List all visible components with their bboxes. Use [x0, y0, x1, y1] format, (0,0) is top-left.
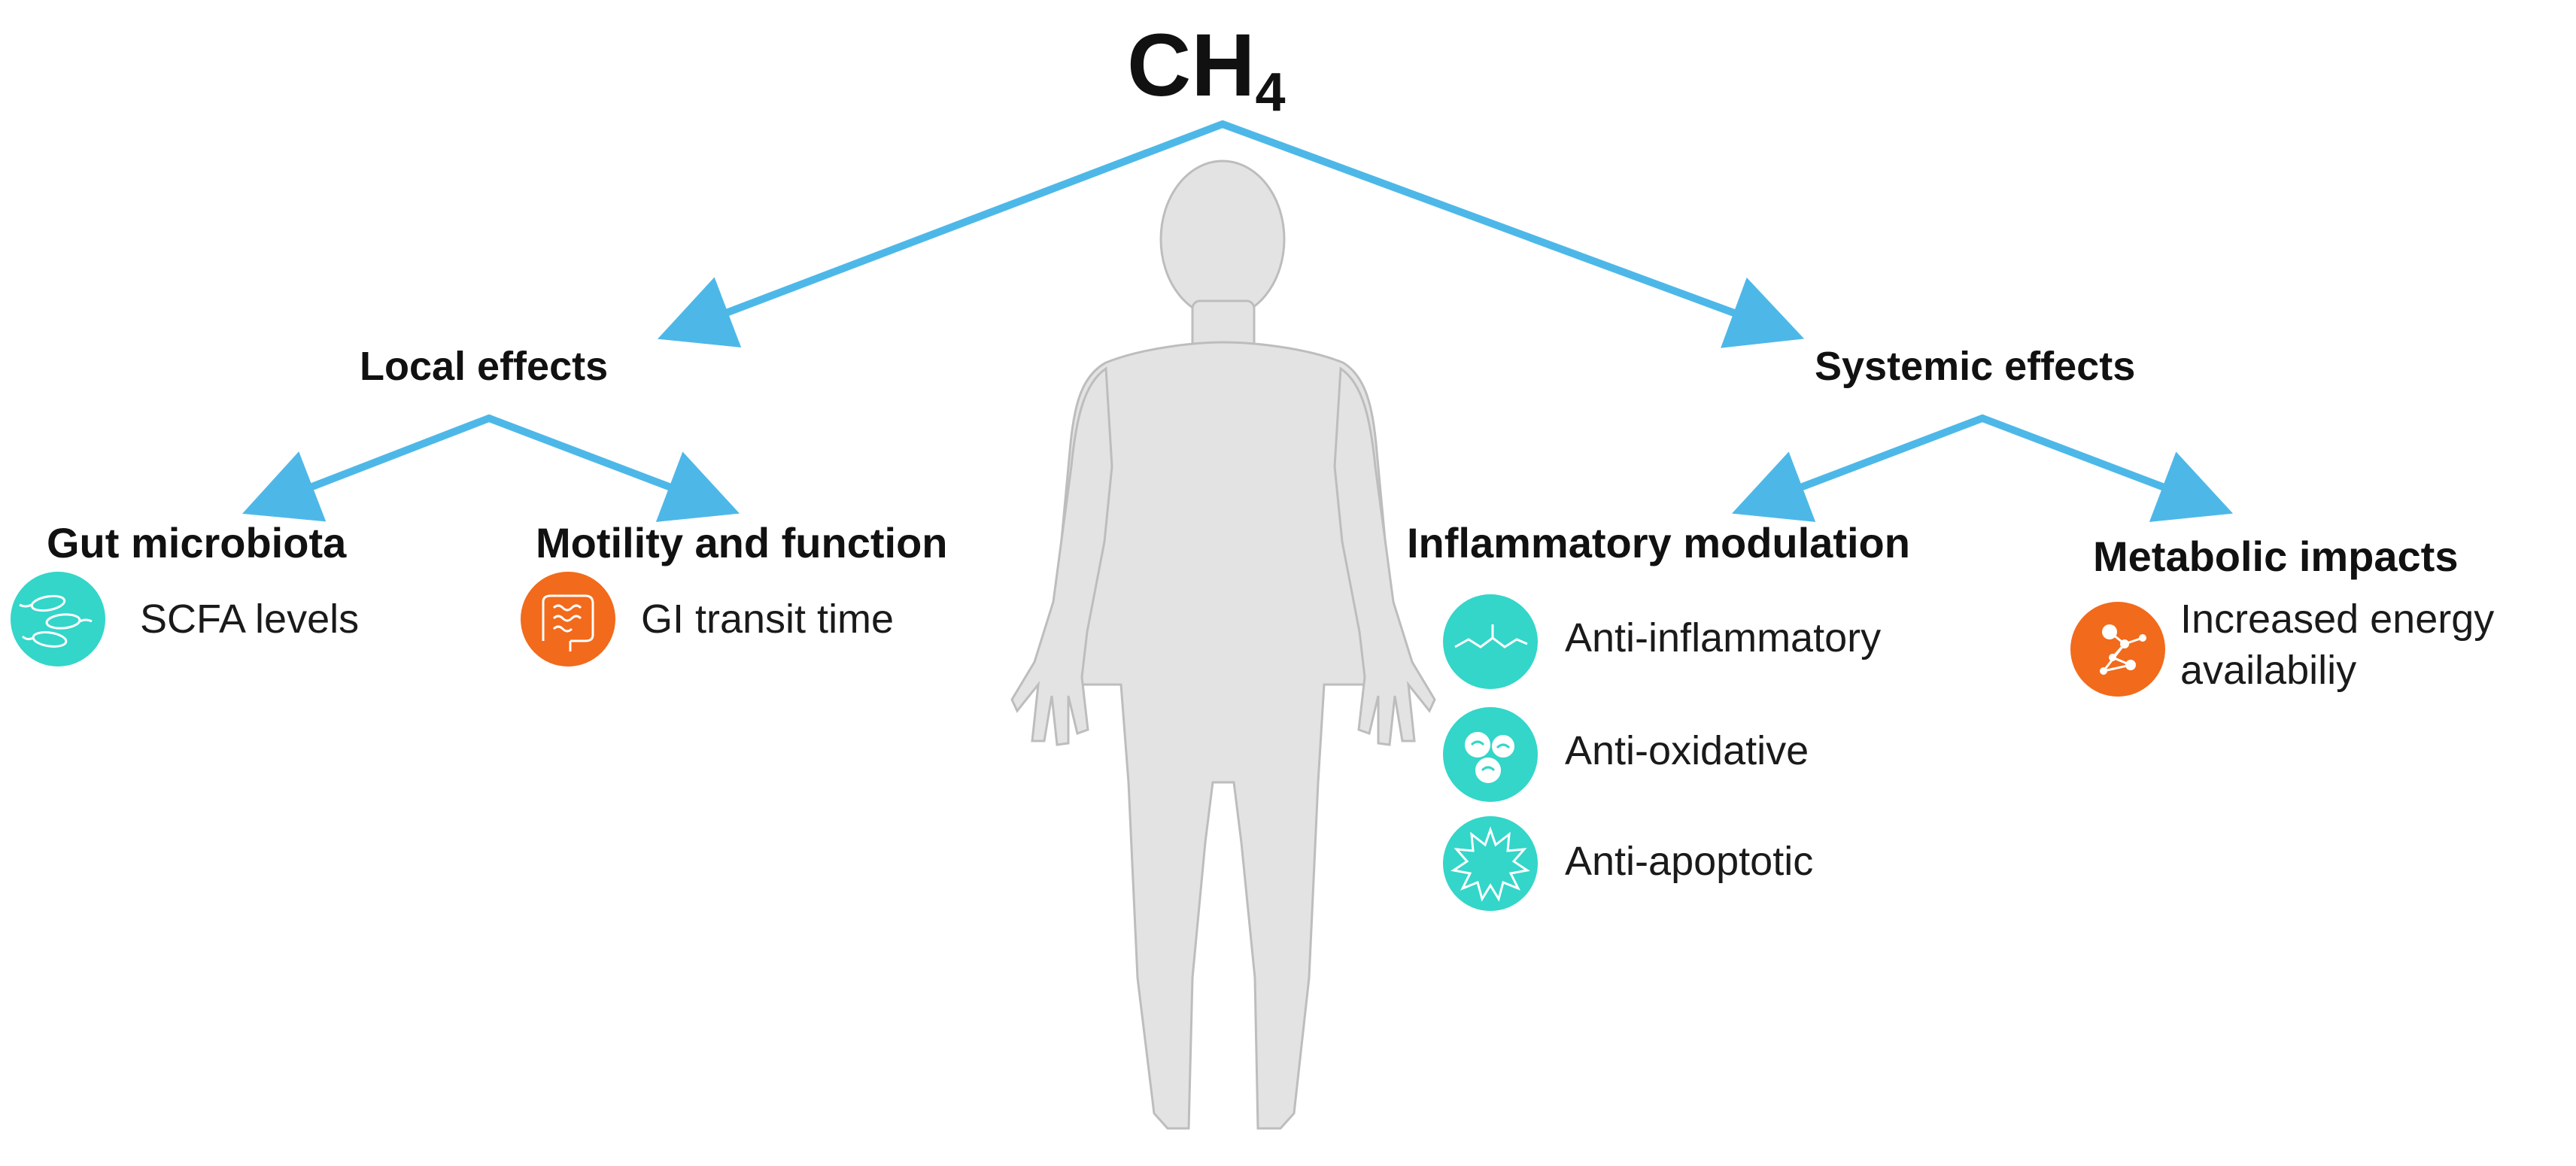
arrow-to-motility-function — [485, 414, 740, 522]
scfa-levels-label: SCFA levels — [140, 597, 360, 642]
increased-energy-line1: Increased energy — [2180, 597, 2495, 642]
anti-apoptotic-label: Anti-apoptotic — [1565, 839, 1814, 884]
inflammatory-modulation-heading: Inflammatory modulation — [1407, 519, 1910, 566]
arrow-to-gut-microbiota — [242, 414, 493, 522]
molecule-chain-icon — [1443, 594, 1538, 689]
increased-energy-line2: availabiliy — [2180, 647, 2357, 693]
gi-transit-time-label: GI transit time — [641, 597, 895, 642]
gut-microbiota-heading: Gut microbiota — [47, 519, 347, 566]
starburst-icon — [1443, 816, 1538, 911]
arrow-to-inflammatory-modulation — [1731, 414, 1986, 522]
systemic-effects-heading: Systemic effects — [1815, 344, 2136, 389]
network-icon — [2070, 602, 2165, 697]
title-subscript: 4 — [1255, 62, 1286, 123]
arrow-to-local-effects — [657, 120, 1226, 348]
local-effects-heading: Local effects — [360, 344, 609, 389]
arrow-to-systemic-effects — [1219, 120, 1805, 348]
cells-icon — [1443, 707, 1538, 802]
title-main: CH — [1127, 16, 1256, 115]
metabolic-impacts-heading: Metabolic impacts — [2093, 533, 2459, 580]
increased-energy-label: Increased energy availabiliy — [2180, 594, 2494, 696]
motility-function-heading: Motility and function — [536, 519, 948, 566]
bacteria-icon — [11, 572, 105, 667]
anti-inflammatory-label: Anti-inflammatory — [1565, 615, 1882, 660]
anti-oxidative-label: Anti-oxidative — [1565, 728, 1809, 773]
arrow-to-metabolic-impacts — [1979, 414, 2234, 522]
diagram-title: CH4 — [1127, 21, 1285, 120]
intestine-icon — [521, 572, 615, 667]
